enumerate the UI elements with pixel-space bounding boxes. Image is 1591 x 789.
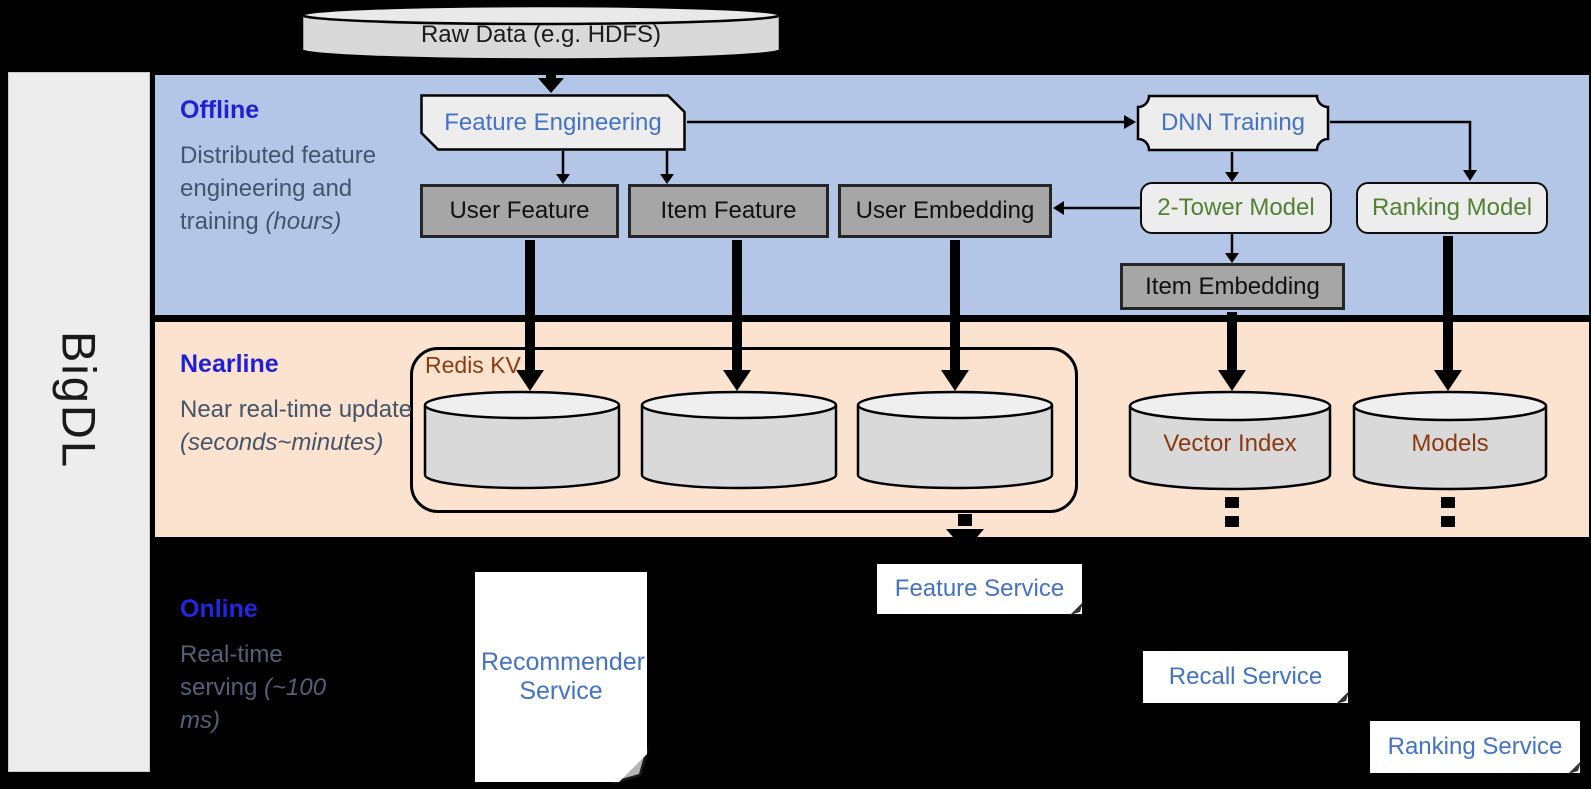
plaque-shape [1136, 94, 1330, 152]
nearline-description: Near real-time update (seconds~minutes) [180, 396, 413, 457]
ranking-service-node: Ranking Service [1370, 721, 1581, 774]
redis-kv-label: Redis KV [425, 352, 521, 378]
offline-description: Distributed feature engineering and trai… [180, 142, 377, 236]
recall-service-label: Recall Service [1168, 663, 1323, 690]
offline-title: Offline [180, 96, 260, 124]
redis-cylinder-3 [856, 390, 1054, 490]
snip-rectangle-shape [420, 94, 686, 151]
dnn-training-node: DNN Training [1136, 94, 1330, 152]
page-fold-icon [1568, 761, 1581, 774]
cylinder-icon [423, 390, 621, 490]
offline-band-label: Offline Distributed feature engineering … [180, 96, 410, 238]
vector-index-label: Vector Index [1163, 430, 1297, 457]
cylinder-icon [640, 390, 838, 490]
recall-service-node: Recall Service [1143, 651, 1349, 704]
cylinder-icon [300, 4, 782, 61]
online-description: Real-time serving (~100 ms) [180, 641, 327, 735]
redis-kv-container [410, 347, 1078, 513]
user-feature-label: User Feature [449, 197, 590, 224]
recommender-service-label: Recommender Service [481, 648, 645, 705]
item-feature-node: Item Feature [628, 184, 829, 238]
item-embedding-label: Item Embedding [1145, 272, 1320, 300]
bigdl-brand-label: BigDL [52, 331, 106, 470]
feature-engineering-node: Feature Engineering [420, 94, 686, 151]
bigdl-sidebar: BigDL [8, 72, 150, 772]
cylinder-icon [1128, 390, 1332, 491]
feature-service-node: Feature Service [877, 564, 1083, 615]
ranking-service-label: Ranking Service [1387, 733, 1563, 760]
redis-cylinder-1 [423, 390, 621, 490]
nearline-band-label: Nearline Near real-time update (seconds~… [180, 350, 430, 459]
online-band-label: Online Real-time serving (~100 ms) [180, 595, 380, 737]
recommender-service-node: Recommender Service [475, 572, 647, 782]
two-tower-model-node: 2-Tower Model [1140, 182, 1332, 234]
online-title: Online [180, 595, 258, 623]
redis-cylinder-2 [640, 390, 838, 490]
vector-index-store: Vector Index [1128, 390, 1332, 492]
cylinder-icon [856, 390, 1054, 490]
raw-data-label: Raw Data (e.g. HDFS) [420, 21, 662, 48]
feature-service-label: Feature Service [894, 575, 1065, 602]
item-embedding-node: Item Embedding [1120, 263, 1345, 310]
ranking-model-node: Ranking Model [1356, 182, 1548, 234]
user-embedding-label: User Embedding [855, 197, 1035, 224]
nearline-title: Nearline [180, 350, 279, 378]
page-fold-icon [1070, 602, 1083, 615]
cylinder-icon [1352, 390, 1548, 491]
dnn-training-label: DNN Training [1160, 109, 1306, 136]
ranking-model-label: Ranking Model [1371, 194, 1533, 221]
user-feature-node: User Feature [420, 184, 619, 238]
models-label: Models [1411, 430, 1489, 457]
page-fold-icon [1336, 691, 1349, 704]
raw-data-store: Raw Data (e.g. HDFS) [300, 4, 782, 62]
feature-engineering-label: Feature Engineering [444, 108, 662, 136]
two-tower-model-label: 2-Tower Model [1157, 194, 1315, 221]
models-store: Models [1352, 390, 1548, 492]
user-embedding-node: User Embedding [838, 184, 1052, 238]
item-feature-label: Item Feature [660, 197, 797, 224]
